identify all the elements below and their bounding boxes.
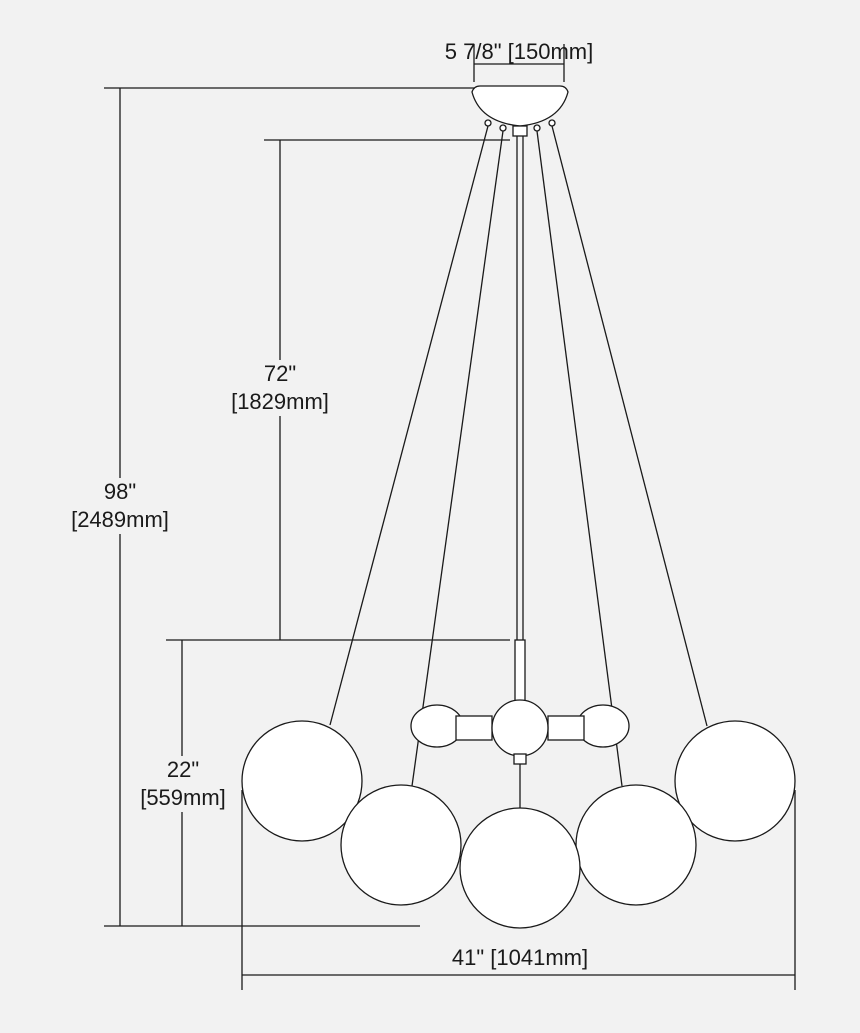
chain-length-label: 72" [1829mm] [220,360,340,416]
canopy [471,85,569,137]
canopy-width-label: 5 7/8" [150mm] [444,39,594,64]
glass-globes [241,720,796,929]
globe-far-right [674,720,796,842]
suspension-cables [329,125,708,787]
globe-right [575,784,697,906]
globe-center [459,807,581,929]
overall-width-dimension [241,790,796,990]
globe-left [340,784,462,906]
overall-width-label: 41" [1041mm] [420,944,620,972]
fixture-height-label: 22" [559mm] [128,756,238,812]
center-hub [410,639,630,808]
overall-height-label: 98" [2489mm] [60,478,180,534]
globe-far-left [241,720,363,842]
canopy-width-dimension [473,44,565,82]
